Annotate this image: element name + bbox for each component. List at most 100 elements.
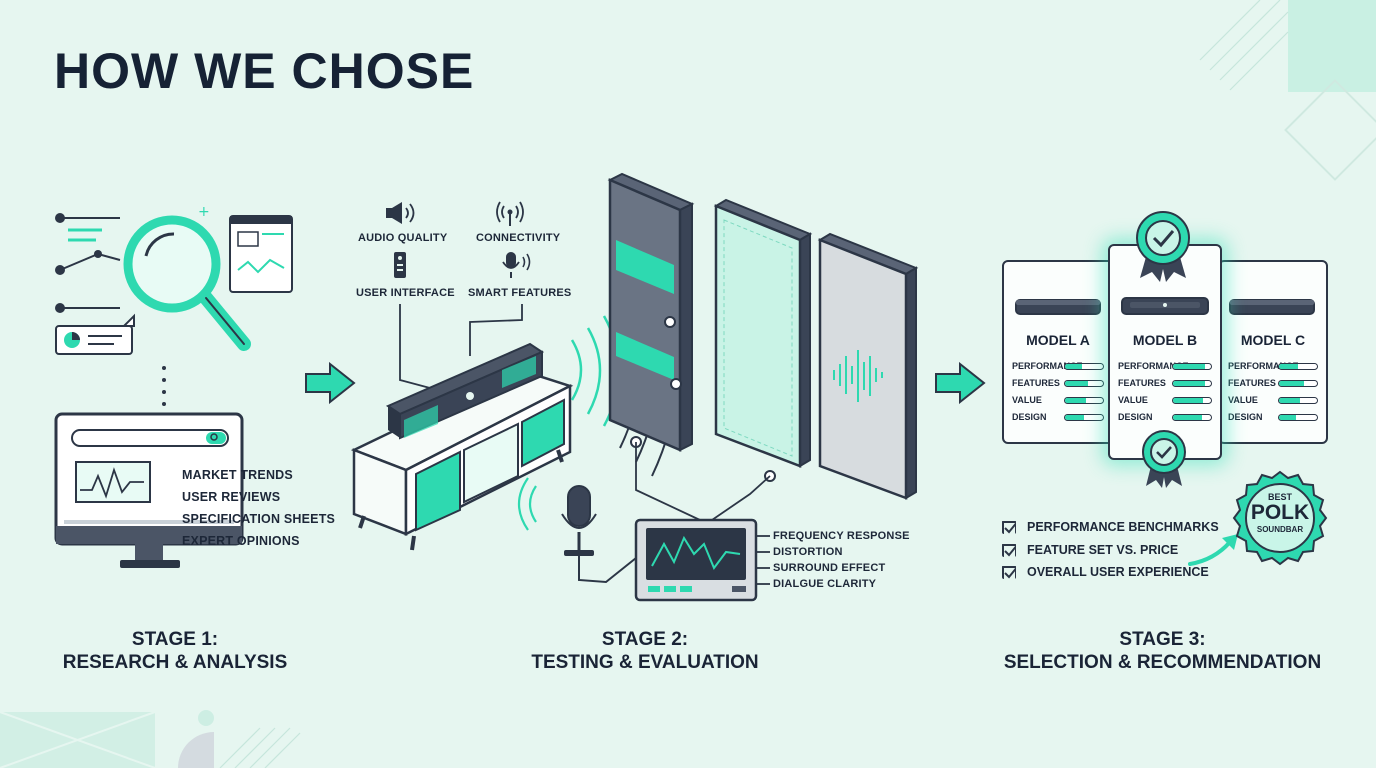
metric-fill [1173, 381, 1206, 386]
metric-label: FEATURES [1012, 378, 1060, 388]
metric-row: PERFORMANCE [1012, 361, 1104, 373]
metric-fill [1173, 415, 1202, 420]
checklist-text: FEATURE SET VS. PRICE [1027, 543, 1179, 557]
metric-label: VALUE [1012, 395, 1042, 405]
measurement-item: DIALGUE CLARITY [773, 578, 877, 590]
metric-fill [1279, 415, 1297, 420]
soundbar-icon [1015, 299, 1101, 315]
remote-icon [394, 252, 406, 278]
metric-fill [1065, 381, 1088, 386]
search-bar-icon [71, 429, 229, 447]
badge-main-text: POLK [1250, 501, 1310, 524]
metric-row: VALUE [1012, 395, 1104, 407]
metric-fill [1279, 364, 1298, 369]
testing-illustration [350, 172, 919, 602]
flow-arrow-icon [305, 362, 356, 404]
metric-row: FEATURES [1228, 378, 1318, 390]
analyzer-icon [634, 518, 758, 602]
metric-row: FEATURES [1012, 378, 1104, 390]
badge-top-text: BEST [1267, 492, 1292, 502]
checklist-text: PERFORMANCE BENCHMARKS [1027, 520, 1219, 534]
metric-label: VALUE [1228, 395, 1258, 405]
source-item: USER REVIEWS [182, 490, 281, 504]
stage-number: STAGE 2: [601, 629, 689, 650]
flow-arrow-icon [935, 362, 986, 404]
criteria-smart-features: SMART FEATURES [468, 287, 572, 299]
best-badge-icon [1232, 470, 1328, 566]
research-illustration: + + [54, 204, 293, 568]
metric-row: FEATURES [1118, 378, 1212, 390]
chat-bubble-icon [55, 313, 135, 355]
stage-number: STAGE 1: [131, 629, 219, 650]
metric-fill [1065, 364, 1083, 369]
source-item: MARKET TRENDS [182, 468, 293, 482]
metric-row: DESIGN [1118, 412, 1212, 424]
curved-arrow-icon [1188, 534, 1238, 566]
checkbox-icon [1002, 566, 1016, 579]
metric-label: PERFORMANCE [1228, 361, 1299, 371]
speaker-icon [386, 202, 415, 224]
antenna-icon [496, 201, 524, 226]
browser-window-icon [229, 215, 293, 293]
criteria-connectivity: CONNECTIVITY [476, 232, 561, 244]
stage-name: SELECTION & RECOMMENDATION [1003, 652, 1322, 673]
microphone-icon [517, 477, 637, 584]
metric-fill [1065, 398, 1086, 403]
soundbar-icon [1229, 299, 1315, 315]
acoustic-panel-icon [713, 198, 813, 468]
stage-name: RESEARCH & ANALYSIS [62, 652, 288, 673]
metric-label: DESIGN [1118, 412, 1153, 422]
measurement-item: FREQUENCY RESPONSE [773, 530, 910, 542]
stage-number: STAGE 3: [1119, 629, 1206, 650]
acoustic-panel-icon [817, 232, 919, 500]
metric-row: VALUE [1118, 395, 1212, 407]
award-ribbon-icon [1142, 430, 1186, 488]
stage-2-label: STAGE 2: TESTING & EVALUATION [480, 628, 810, 674]
source-item: EXPERT OPINIONS [182, 534, 300, 548]
model-name: MODEL C [1240, 332, 1306, 348]
stage-name: TESTING & EVALUATION [531, 652, 759, 673]
magnifying-glass-icon [123, 215, 251, 351]
metric-label: FEATURES [1118, 378, 1166, 388]
badge-bottom-text: SOUNDBAR [1256, 525, 1304, 534]
metric-row: DESIGN [1228, 412, 1318, 424]
metric-label: FEATURES [1228, 378, 1276, 388]
soundbar-icon [385, 342, 545, 440]
metric-label: VALUE [1118, 395, 1148, 405]
criteria-user-interface: USER INTERFACE [356, 287, 455, 299]
svg-text:+: + [198, 204, 210, 220]
metric-row: DESIGN [1012, 412, 1104, 424]
checkbox-icon [1002, 521, 1016, 534]
model-name: MODEL A [1026, 332, 1090, 348]
metric-label: PERFORMANCE [1012, 361, 1083, 371]
metric-fill [1173, 398, 1204, 403]
stage-1-label: STAGE 1: RESEARCH & ANALYSIS [40, 628, 310, 674]
metric-fill [1279, 398, 1300, 403]
metric-fill [1065, 415, 1084, 420]
tv-cabinet [350, 368, 574, 551]
checkbox-icon [1002, 544, 1016, 557]
model-card-a: MODEL A PERFORMANCE FEATURES VALUE DESIG… [1002, 260, 1114, 444]
acoustic-panel-icon [607, 172, 695, 452]
criteria-audio-quality: AUDIO QUALITY [358, 232, 448, 244]
metric-row: VALUE [1228, 395, 1318, 407]
monitor-icon [54, 412, 244, 568]
metric-label: PERFORMANCE [1118, 361, 1189, 371]
microphone-icon [502, 252, 531, 278]
criteria-icons [386, 201, 531, 278]
measurement-item: SURROUND EFFECT [773, 562, 886, 574]
metric-row: PERFORMANCE [1118, 361, 1212, 373]
page-title: HOW WE CHOSE [54, 43, 475, 99]
metric-fill [1173, 364, 1206, 369]
model-card-c: MODEL C PERFORMANCE FEATURES VALUE DESIG… [1218, 260, 1328, 444]
metric-label: DESIGN [1012, 412, 1047, 422]
source-item: SPECIFICATION SHEETS [182, 512, 336, 526]
model-card-b: MODEL B PERFORMANCE FEATURES VALUE DESIG… [1108, 244, 1222, 460]
measurement-item: DISTORTION [773, 546, 843, 558]
soundbar-icon [1121, 297, 1209, 315]
metric-fill [1279, 381, 1304, 386]
model-name: MODEL B [1132, 332, 1198, 348]
award-ribbon-icon [1136, 211, 1190, 282]
metric-label: DESIGN [1228, 412, 1263, 422]
